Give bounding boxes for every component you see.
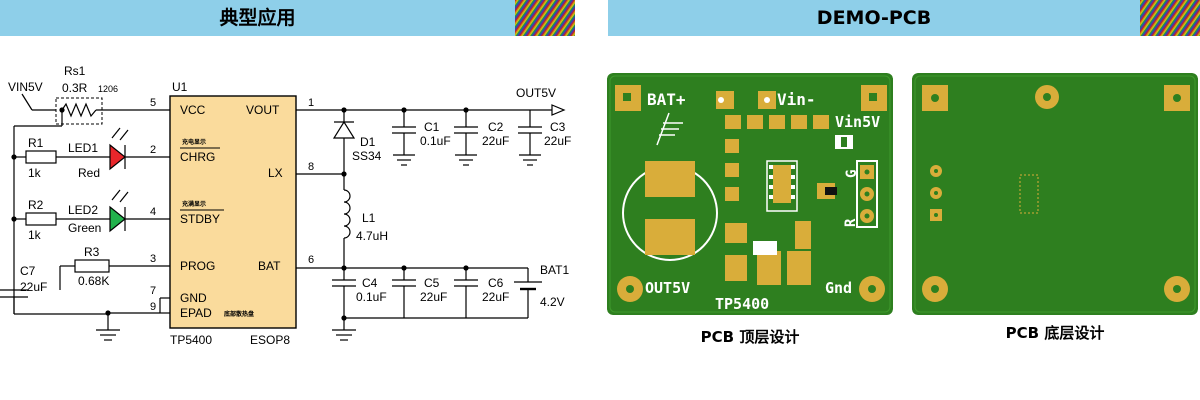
header-demo-pcb: DEMO-PCB — [608, 0, 1200, 36]
bat1-name: BAT1 — [540, 263, 569, 277]
d1-value: SS34 — [352, 149, 382, 163]
header-title-right: DEMO-PCB — [816, 7, 932, 29]
pin-lx: LX — [268, 166, 283, 180]
led1-color: Red — [78, 166, 100, 180]
pin-chrg: CHRG — [180, 150, 215, 164]
pin-epad: EPAD — [180, 306, 212, 320]
c1-value: 0.1uF — [420, 134, 451, 148]
c4-value: 0.1uF — [356, 290, 387, 304]
rainbow-stripe-icon — [1140, 0, 1200, 36]
note-epad: 底部散热盘 — [224, 310, 254, 318]
c4-name: C4 — [362, 276, 378, 290]
header-title-left: 典型应用 — [219, 7, 296, 29]
rainbow-stripe-icon — [515, 0, 575, 36]
pin-num-3: 3 — [150, 253, 156, 265]
led2-name: LED2 — [68, 203, 98, 217]
led2-color: Green — [68, 221, 101, 235]
c6-value: 22uF — [482, 290, 509, 304]
pin-bat: BAT — [258, 259, 281, 273]
c6-name: C6 — [488, 276, 504, 290]
rs1-package: 1206 — [98, 84, 118, 94]
l1-name: L1 — [362, 211, 376, 225]
c5-name: C5 — [424, 276, 440, 290]
r1-value: 1k — [28, 166, 42, 180]
pin-num-9: 9 — [150, 301, 156, 313]
c5-value: 22uF — [420, 290, 447, 304]
silk-bat-plus: BAT+ — [647, 90, 686, 109]
led1-name: LED1 — [68, 141, 98, 155]
pin-prog: PROG — [180, 259, 215, 273]
r3-value: 0.68K — [78, 274, 109, 288]
vin-label: VIN5V — [8, 80, 43, 94]
c7-value: 22uF — [20, 280, 47, 294]
r2-name: R2 — [28, 198, 44, 212]
rs1-name: Rs1 — [64, 64, 86, 78]
pin-num-4: 4 — [150, 206, 156, 218]
u1-label: U1 — [172, 80, 188, 94]
pin-vcc: VCC — [180, 103, 206, 117]
caption-pcb-top: PCB 顶层设计 — [700, 328, 800, 346]
c3-name: C3 — [550, 120, 566, 134]
pin-num-7: 7 — [150, 285, 156, 297]
silk-vin5v: Vin5V — [835, 113, 880, 131]
header-typical-application: 典型应用 — [0, 0, 575, 36]
silk-gnd: Gnd — [825, 279, 852, 297]
r3-name: R3 — [84, 245, 100, 259]
l1-value: 4.7uH — [356, 229, 388, 243]
c7-name: C7 — [20, 264, 36, 278]
r1-name: R1 — [28, 136, 44, 150]
note-stdby: 充满显示 — [182, 200, 206, 208]
note-chrg: 充电显示 — [182, 138, 206, 146]
led2-triangle — [109, 205, 126, 233]
chip-package: ESOP8 — [250, 333, 290, 347]
pcb-bottom-layer — [912, 73, 1198, 315]
silk-part: TP5400 — [715, 295, 769, 313]
bat1-value: 4.2V — [540, 295, 565, 309]
pcb-top-layer: BAT+ Vin- Vin5V OUT5V Gnd TP5400 G R — [607, 73, 893, 315]
pin-stdby: STDBY — [180, 212, 220, 226]
led1-triangle — [109, 143, 126, 171]
pin-vout: VOUT — [246, 103, 280, 117]
ic-u1 — [169, 95, 297, 329]
silk-r: R — [843, 218, 859, 227]
schematic-diagram: VIN5V Rs1 0.3R 1206 5 R1 1k LED1 Red 2 R… — [0, 64, 571, 347]
pin-num-8: 8 — [308, 161, 314, 173]
c3-value: 22uF — [544, 134, 571, 148]
pin-num-1: 1 — [308, 97, 314, 109]
chip-name: TP5400 — [170, 333, 212, 347]
silk-g: G — [844, 170, 860, 178]
pin-gnd: GND — [180, 291, 207, 305]
d1-diode-icon — [332, 120, 356, 139]
silk-out5v: OUT5V — [645, 279, 690, 297]
out5v-label: OUT5V — [516, 86, 556, 100]
c1-name: C1 — [424, 120, 440, 134]
l1-inductor — [343, 189, 351, 239]
silk-vin-minus: Vin- — [777, 90, 816, 109]
caption-pcb-bottom: PCB 底层设计 — [1005, 324, 1105, 342]
rs1-value: 0.3R — [62, 81, 88, 95]
c2-value: 22uF — [482, 134, 509, 148]
pin-num-6: 6 — [308, 254, 314, 266]
c2-name: C2 — [488, 120, 504, 134]
pin-num-5: 5 — [150, 97, 156, 109]
d1-name: D1 — [360, 135, 376, 149]
r2-value: 1k — [28, 228, 42, 242]
out-arrow-icon — [551, 104, 566, 116]
pin-num-2: 2 — [150, 144, 156, 156]
